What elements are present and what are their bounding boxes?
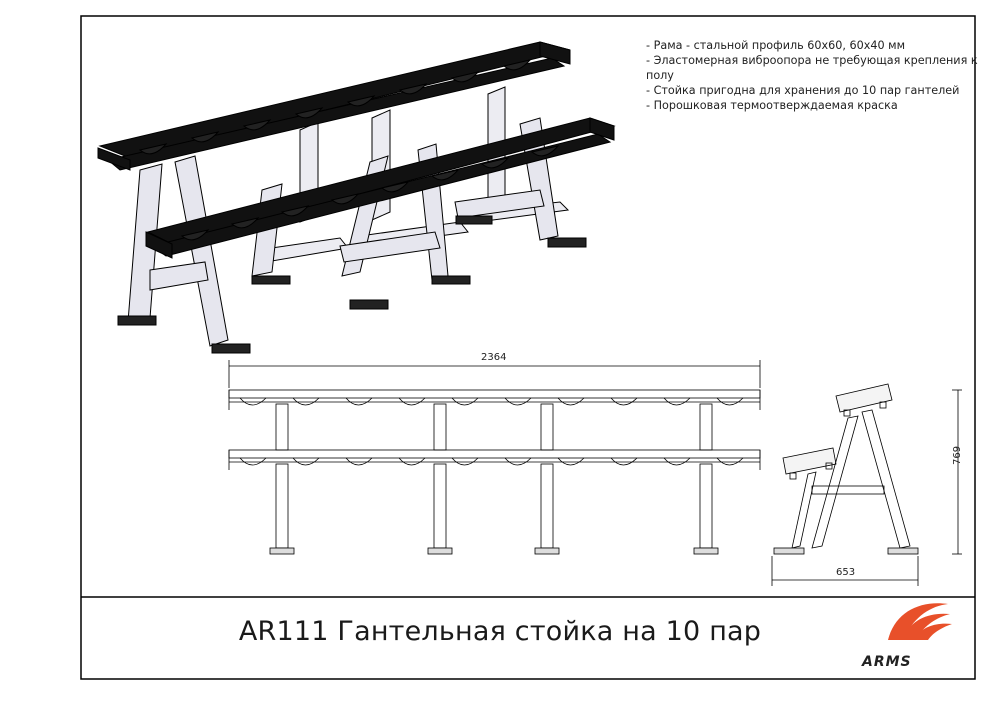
document-title: AR111 Гантельная стойка на 10 пар <box>238 616 762 647</box>
spec-item: - Порошковая термоотверждаемая краска <box>646 99 898 112</box>
spec-list: - Рама - стальной профиль 60х60, 60х40 м… <box>646 38 986 113</box>
dimension-height: 769 <box>952 445 963 465</box>
dimension-length: 2364 <box>481 352 507 363</box>
spec-item: - Стойка пригодна для хранения до 10 пар… <box>646 84 960 97</box>
front-elevation-view <box>228 360 761 555</box>
outer-frame <box>80 15 976 680</box>
dimension-depth: 653 <box>836 567 856 578</box>
arms-logo-text: ARMS <box>862 654 912 670</box>
arms-logo-mark <box>888 603 952 640</box>
spec-item: - Рама - стальной профиль 60х60, 60х40 м… <box>646 39 906 52</box>
isometric-rack-view <box>97 41 616 354</box>
side-elevation-view <box>771 383 962 586</box>
spec-item: - Эластомерная виброопора не требующая к… <box>646 54 978 82</box>
